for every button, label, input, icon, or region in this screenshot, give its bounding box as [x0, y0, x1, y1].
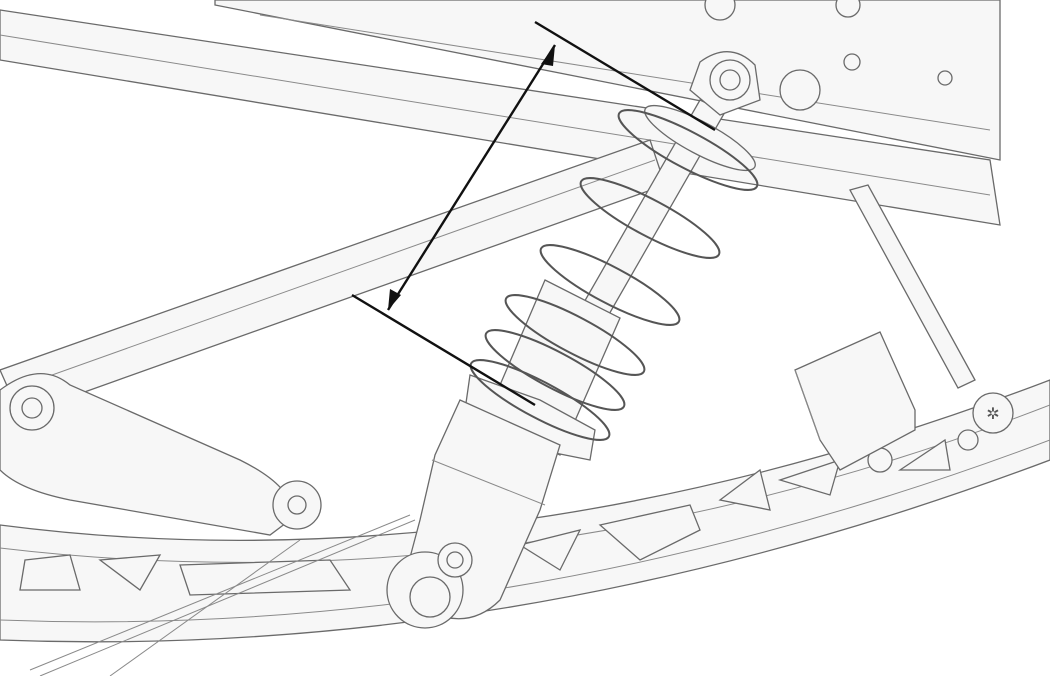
slide-rail: ✲	[0, 379, 1050, 643]
spring-length-dimension	[351, 20, 716, 407]
torx-bolt-icon: ✲	[986, 406, 999, 423]
cables	[29, 514, 416, 676]
coil-spring	[469, 109, 759, 441]
bolt-icon	[446, 551, 464, 569]
arrowhead-top-icon	[541, 45, 555, 66]
mount-bracket	[794, 331, 916, 471]
right-strut	[849, 184, 976, 389]
bolt-icon	[21, 397, 43, 419]
link-arm	[0, 373, 322, 536]
arrowhead-bottom-icon	[388, 289, 401, 310]
lower-extension-line	[351, 293, 536, 407]
bolt-icon	[287, 495, 307, 515]
dimension-arrow	[386, 44, 557, 311]
upper-extension-line	[534, 20, 716, 132]
shock-absorber	[386, 51, 761, 629]
